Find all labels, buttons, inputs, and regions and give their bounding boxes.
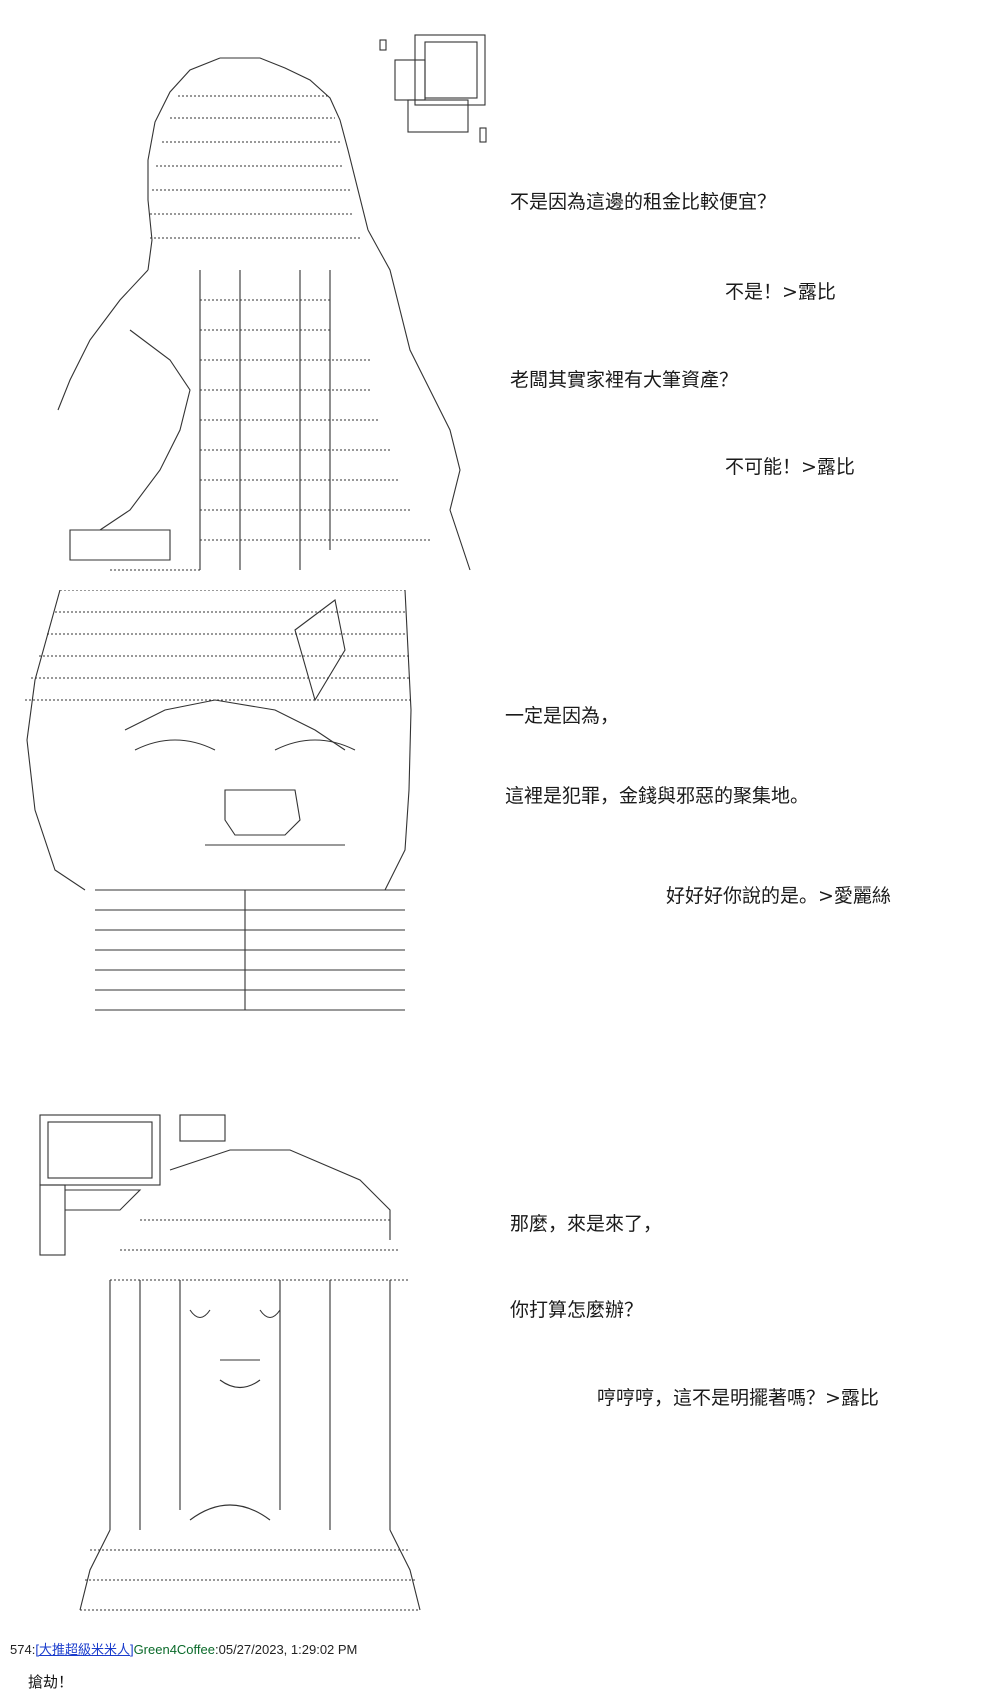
author-link[interactable]: [大推超級米米人]	[35, 1642, 134, 1657]
ascii-art-drawing-2	[25, 590, 413, 1011]
post-separator: :	[31, 1642, 36, 1657]
dialogue-line: 一定是因為，	[505, 705, 620, 727]
panel-3: 那麼，來是來了， 你打算怎麼辦？ 哼哼哼，這不是明擺著嗎？>露比	[0, 1110, 1000, 1620]
dialogue-line: 這裡是犯罪，金錢與邪惡的聚集地。	[505, 785, 810, 807]
post-number: 574	[10, 1642, 32, 1657]
ascii-art-character-3	[30, 1110, 430, 1620]
dialogue-line: 好好好你說的是。>愛麗絲	[666, 885, 891, 907]
panel-2: 一定是因為， 這裡是犯罪，金錢與邪惡的聚集地。 好好好你說的是。>愛麗絲	[0, 590, 1000, 1110]
dialogue-line: 那麼，來是來了，	[510, 1213, 663, 1235]
post-timestamp: :05/27/2023, 1:29:02 PM	[215, 1642, 358, 1657]
post-meta: 574:[大推超級米米人]Green4Coffee:05/27/2023, 1:…	[10, 1641, 357, 1659]
ascii-art-character-2	[15, 590, 435, 1020]
dialogue-line: 不可能！>露比	[725, 456, 855, 478]
ascii-art-character-1	[30, 30, 490, 590]
ascii-art-drawing-3	[39, 1114, 421, 1611]
dialogue-line: 不是因為這邊的租金比較便宜？	[510, 191, 777, 213]
dialogue-line: 不是！>露比	[725, 281, 836, 303]
dialogue-line: 哼哼哼，這不是明擺著嗎？>露比	[597, 1387, 879, 1409]
panel-1: 不是因為這邊的租金比較便宜？ 不是！>露比 老闆其實家裡有大筆資產？ 不可能！>…	[0, 0, 1000, 590]
author-name: Green4Coffee	[133, 1642, 215, 1657]
post-body: 搶劫！	[28, 1673, 74, 1691]
dialogue-line: 老闆其實家裡有大筆資產？	[510, 369, 739, 391]
dialogue-line: 你打算怎麼辦？	[510, 1299, 644, 1321]
ascii-art-drawing-1	[57, 34, 487, 571]
